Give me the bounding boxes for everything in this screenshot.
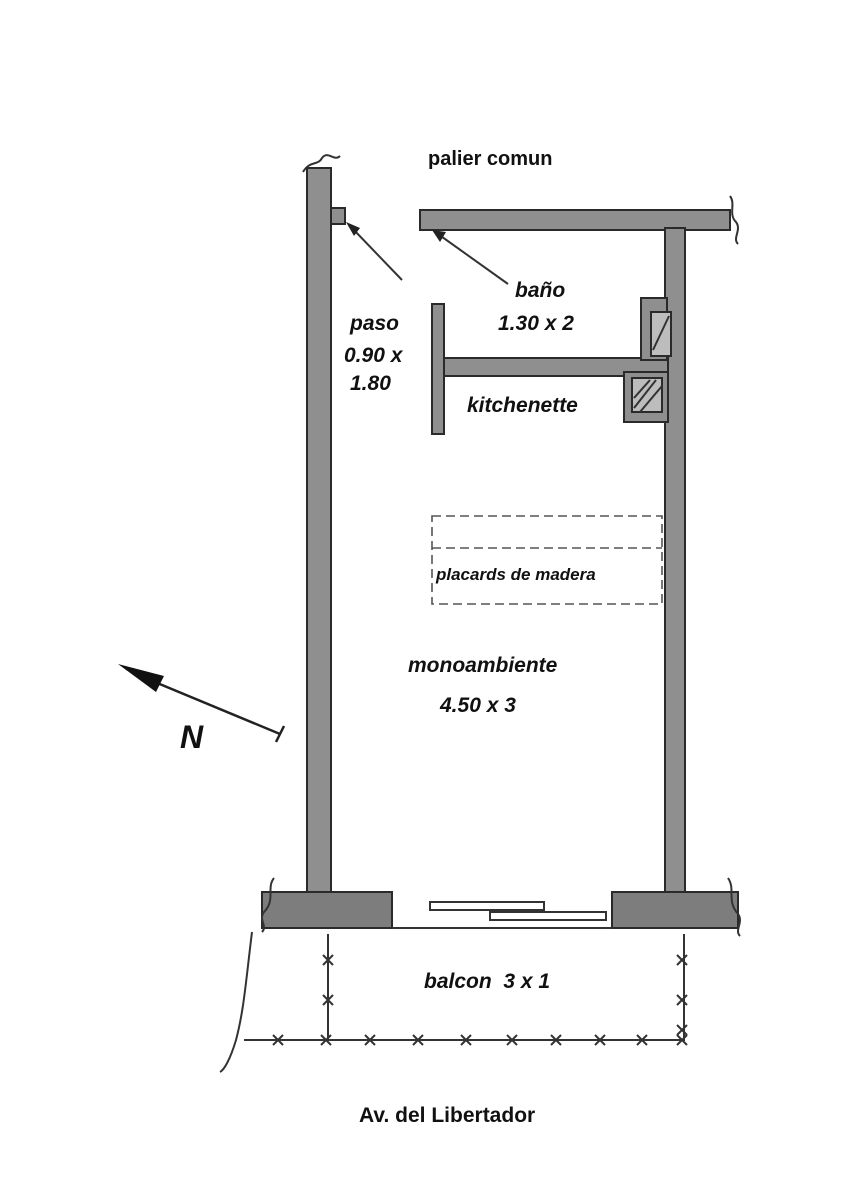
balcony-label: balcon 3 x 1 [424, 970, 550, 993]
north-arrow-shaft [149, 678, 281, 736]
railing-x-mark [506, 1034, 518, 1046]
partition-vertical [431, 303, 445, 435]
railing-x-mark [594, 1034, 606, 1046]
slab-left-break [261, 877, 275, 933]
bathroom-name-label: baño [515, 279, 565, 302]
railing-x-mark [320, 1034, 332, 1046]
railing-x-mark [322, 954, 334, 966]
outside-sketch [219, 931, 253, 1073]
railing-x-mark [676, 1034, 688, 1046]
railing-x-mark [676, 1024, 688, 1036]
north-arrow-head [118, 664, 164, 692]
bathroom-arrow-head [432, 230, 446, 242]
bottom-slab-left [261, 891, 393, 929]
north-label: N [180, 719, 204, 755]
left-wall-break [302, 154, 341, 173]
railing-x-mark [460, 1034, 472, 1046]
hall-label: palier comun [428, 148, 552, 170]
railing-x-mark [364, 1034, 376, 1046]
partition-horizontal [443, 357, 669, 377]
balcony-railing [327, 934, 685, 1041]
bathroom-arrow-line [437, 233, 509, 285]
sliding-pane-2 [489, 911, 607, 921]
passage-arrow-line [351, 227, 403, 281]
railing-x-mark [550, 1034, 562, 1046]
street-label: Av. del Libertador [359, 1104, 535, 1127]
railing-x-mark [676, 994, 688, 1006]
studio-size-label: 4.50 x 3 [439, 694, 516, 717]
top-wall-break [729, 195, 739, 245]
north-arrow-tail [274, 725, 286, 743]
bottom-slab-right [611, 891, 739, 929]
closets-label: placards de madera [435, 565, 596, 584]
railing-x-mark [412, 1034, 424, 1046]
railing-x-mark [636, 1034, 648, 1046]
passage-size-label-b: 1.80 [350, 372, 391, 395]
railing-posts [272, 954, 688, 1046]
left-wall [306, 167, 332, 897]
slab-right-break [727, 877, 741, 937]
door-jamb [330, 207, 346, 225]
passage-size-label-a: 0.90 x [344, 344, 404, 367]
kitchen-shaft-hatch [633, 379, 663, 413]
kitchen-label: kitchenette [467, 394, 578, 417]
railing-x-mark [676, 954, 688, 966]
railing-x-mark [272, 1034, 284, 1046]
studio-name-label: monoambiente [408, 654, 558, 677]
passage-arrow-head [346, 222, 360, 236]
bathroom-size-label: 1.30 x 2 [498, 312, 574, 335]
railing-x-mark [322, 994, 334, 1006]
sliding-pane-1 [429, 901, 545, 911]
passage-name-label: paso [349, 312, 399, 335]
closet-outline [431, 515, 663, 605]
top-wall [419, 209, 731, 231]
bathroom-shaft-hatch [652, 315, 670, 351]
